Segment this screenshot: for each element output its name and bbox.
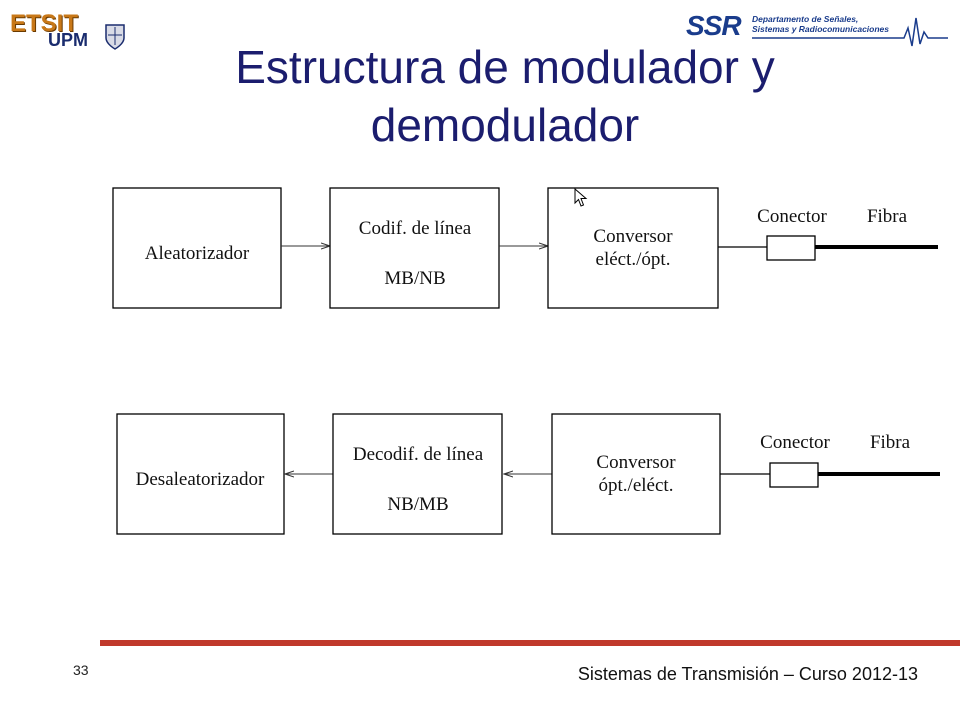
conversor-type-label: eléct./ópt. bbox=[596, 249, 671, 270]
conector-label: Conector bbox=[757, 206, 827, 227]
page-number: 33 bbox=[73, 662, 89, 678]
footer-bar bbox=[100, 640, 960, 646]
signal-wave-icon bbox=[752, 17, 948, 47]
course-footer: Sistemas de Transmisión – Curso 2012-13 bbox=[577, 664, 918, 684]
conector-block-2 bbox=[769, 462, 819, 488]
conversor-type-label-2: ópt./eléct. bbox=[599, 475, 674, 496]
logo-department-text: Departamento de Señales, Sistemas y Radi… bbox=[752, 14, 922, 34]
modulator-chain: Aleatorizador Codif. de línea MB/NB Conv… bbox=[112, 187, 938, 309]
demodulator-chain: Desaleatorizador Decodif. de línea NB/MB… bbox=[116, 413, 940, 535]
aleatorizador-block bbox=[112, 187, 282, 309]
slide-title: Estructura de modulador y demodulador bbox=[100, 38, 910, 154]
ssr-department-logo: SSR Departamento de Señales, Sistemas y … bbox=[686, 6, 956, 50]
mouse-cursor-icon bbox=[574, 188, 588, 207]
logo-department-line1: Departamento de Señales, bbox=[752, 14, 859, 24]
codif-linea-block bbox=[329, 187, 500, 309]
logo-ssr-text: SSR bbox=[686, 10, 742, 41]
etsit-upm-logo: ETSIT UPM bbox=[10, 10, 130, 50]
decodif-code-label: NB/MB bbox=[387, 494, 448, 515]
logo-etsit-text: ETSIT bbox=[10, 10, 79, 37]
conversor-elec-opt-block bbox=[547, 187, 719, 309]
codif-code-label: MB/NB bbox=[384, 268, 445, 289]
fibra-label: Fibra bbox=[867, 206, 908, 227]
logo-upm-text: UPM bbox=[48, 30, 88, 50]
codif-linea-label: Codif. de línea bbox=[359, 218, 472, 239]
desaleatorizador-block bbox=[116, 413, 285, 535]
upm-shield-icon bbox=[105, 24, 125, 50]
conector-label-2: Conector bbox=[760, 432, 830, 453]
conversor-label: Conversor bbox=[593, 226, 673, 247]
slide-title-line1: Estructura de modulador y bbox=[235, 41, 775, 93]
conversor-opt-elec-block bbox=[551, 413, 721, 535]
decodif-linea-block bbox=[332, 413, 503, 535]
aleatorizador-label: Aleatorizador bbox=[145, 243, 250, 264]
conversor-label-2: Conversor bbox=[596, 452, 676, 473]
desaleatorizador-label: Desaleatorizador bbox=[136, 469, 265, 490]
conector-block bbox=[766, 235, 816, 261]
logo-department-line2: Sistemas y Radiocomunicaciones bbox=[752, 24, 889, 34]
decodif-linea-label: Decodif. de línea bbox=[353, 444, 484, 465]
slide-title-line2: demodulador bbox=[370, 99, 640, 151]
fibra-label-2: Fibra bbox=[870, 432, 911, 453]
